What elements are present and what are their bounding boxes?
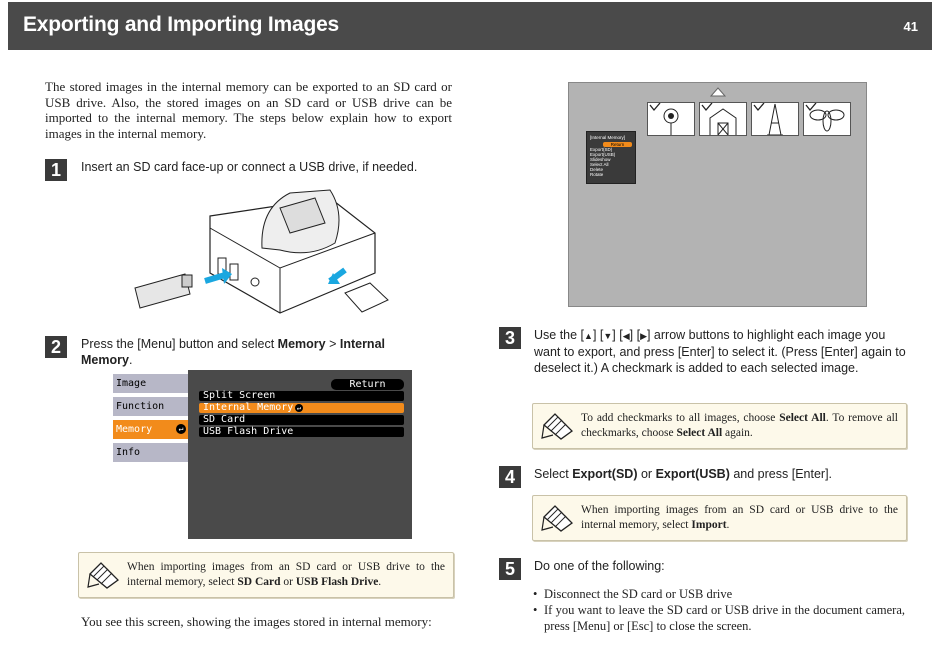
step-3-suffix: ] arrow buttons to highlight each image … <box>534 328 906 375</box>
bullet-leave-in: If you want to leave the SD card or USB … <box>533 602 905 634</box>
step-1-badge: 1 <box>45 159 67 181</box>
right-arrow-icon: ▶ <box>640 331 647 341</box>
scroll-up-icon <box>710 87 726 97</box>
note-import-pre: When importing images from an SD card or… <box>581 504 898 531</box>
menu-tab-function[interactable]: Function <box>113 397 189 416</box>
eiffel-tower-image <box>753 102 783 136</box>
intro-paragraph: The stored images in the internal memory… <box>45 79 452 141</box>
note-import-b1: Import <box>691 519 727 531</box>
note-import-post: . <box>726 519 730 531</box>
up-arrow-icon: ▲ <box>584 331 593 341</box>
note-import: When importing images from an SD card or… <box>532 495 907 541</box>
note-import-sd-usb-text: When importing images from an SD card or… <box>127 560 445 590</box>
note-sd-sd-card: SD Card <box>237 576 281 588</box>
step-2-text: Press the [Menu] button and select Memor… <box>81 336 411 368</box>
popup-title: [Internal Memory] <box>590 135 626 140</box>
popup-return[interactable]: Return <box>603 142 632 147</box>
barn-image <box>701 102 737 136</box>
note-select-pre: To add checkmarks to all images, choose <box>581 412 780 424</box>
step-5-options: Disconnect the SD card or USB drive If y… <box>533 586 905 634</box>
memory-menu-screenshot: Image Function Memory ↵ Info Return Spli… <box>113 370 412 539</box>
step-2-internal-memory: Internal Memory <box>81 337 385 367</box>
usb-sd-illustration <box>134 189 389 314</box>
enter-icon: ↵ <box>295 404 303 412</box>
internal-memory-popup-menu: [Internal Memory] Return Export(SD) Expo… <box>586 131 636 184</box>
note-select-b1: Select All <box>779 412 826 424</box>
down-arrow-icon: ▼ <box>603 331 613 341</box>
step-4-or: or <box>637 467 656 481</box>
note-sd-usb-flash-drive: USB Flash Drive <box>295 576 379 588</box>
menu-tab-memory[interactable]: Memory ↵ <box>113 420 189 439</box>
menu-panel: Return Split Screen Internal Memory ↵ SD… <box>188 370 412 539</box>
step-4-export-usb: Export(USB) <box>655 467 730 481</box>
note-select-all: To add checkmarks to all images, choose … <box>532 403 907 449</box>
popup-export-usb[interactable]: Export(USB) <box>590 152 616 157</box>
menu-option-sd-card[interactable]: SD Card <box>199 415 404 425</box>
note-sd-pre: When importing images from an SD card or… <box>127 561 445 588</box>
step-2-badge: 2 <box>45 336 67 358</box>
screen-caption: You see this screen, showing the images … <box>81 614 432 629</box>
step-2-text-prefix: Press the [Menu] button and select <box>81 337 278 351</box>
thumbnail-eiffel-tower[interactable] <box>751 102 799 136</box>
popup-delete[interactable]: Delete <box>590 167 604 172</box>
note-import-sd-usb: When importing images from an SD card or… <box>78 552 454 598</box>
thumbnail-insect[interactable] <box>803 102 851 136</box>
note-sd-post: . <box>378 576 382 588</box>
note-select-post: again. <box>722 427 753 439</box>
step-5-text: Do one of the following: <box>534 559 665 573</box>
step-4-prefix: Select <box>534 467 573 481</box>
note-select-all-text: To add checkmarks to all images, choose … <box>581 411 898 441</box>
page-title: Exporting and Importing Images <box>23 13 340 36</box>
menu-tab-info[interactable]: Info <box>113 443 189 462</box>
step-2-memory: Memory <box>277 337 326 351</box>
sunflower-image <box>649 102 679 135</box>
note-sd-mid: or <box>280 576 296 588</box>
page-header: Exporting and Importing Images 41 <box>8 2 932 50</box>
bullet-disconnect: Disconnect the SD card or USB drive <box>533 586 905 602</box>
step-3-text: Use the [▲] [▼] [◀] [▶] arrow buttons to… <box>534 327 906 376</box>
return-button[interactable]: Return <box>331 379 404 390</box>
step-3-mid2: ] [ <box>612 328 623 342</box>
internal-memory-screen: [Internal Memory] Return Export(SD) Expo… <box>568 82 867 307</box>
left-arrow-icon: ◀ <box>622 331 630 341</box>
menu-option-internal-memory-label: Internal Memory <box>203 402 294 413</box>
menu-option-split-screen[interactable]: Split Screen <box>199 391 404 401</box>
step-4-text: Select Export(SD) or Export(USB) and pre… <box>534 466 906 482</box>
step-4-badge: 4 <box>499 466 521 488</box>
note-pencil-icon <box>87 562 119 589</box>
step-4-suffix: and press [Enter]. <box>729 467 833 481</box>
popup-select-all[interactable]: Select All <box>590 162 609 167</box>
popup-rotate[interactable]: Rotate <box>590 172 604 177</box>
enter-icon: ↵ <box>176 424 186 434</box>
menu-option-internal-memory[interactable]: Internal Memory ↵ <box>199 403 404 413</box>
thumbnail-sunflower[interactable] <box>647 102 695 136</box>
thumbnail-barn[interactable] <box>699 102 747 136</box>
note-select-mid: . To remove all checkmarks, choose <box>581 412 898 439</box>
menu-option-usb-flash-drive[interactable]: USB Flash Drive <box>199 427 404 437</box>
note-import-text: When importing images from an SD card or… <box>581 503 898 533</box>
step-3-mid3: ] [ <box>629 328 641 342</box>
step-2-separator: > <box>325 337 340 351</box>
note-select-b2: Select All <box>676 427 723 439</box>
note-pencil-icon <box>541 505 573 532</box>
insect-image <box>805 102 845 132</box>
menu-tabs: Image Function Memory ↵ Info <box>113 370 189 539</box>
step-1-text: Insert an SD card face-up or connect a U… <box>81 160 418 174</box>
page-number: 41 <box>903 19 918 34</box>
step-5-badge: 5 <box>499 558 521 580</box>
popup-slideshow[interactable]: Slideshow <box>590 157 611 162</box>
step-3-prefix: Use the [ <box>534 328 585 342</box>
popup-export-sd[interactable]: Export(SD) <box>590 147 613 152</box>
step-4-export-sd: Export(SD) <box>572 467 638 481</box>
step-3-badge: 3 <box>499 327 521 349</box>
menu-tab-memory-label: Memory <box>116 424 153 435</box>
step-2-suffix: . <box>128 353 133 367</box>
menu-tab-image[interactable]: Image <box>113 374 189 393</box>
step-3-mid1: ] [ <box>592 328 604 342</box>
note-pencil-icon <box>541 413 573 440</box>
